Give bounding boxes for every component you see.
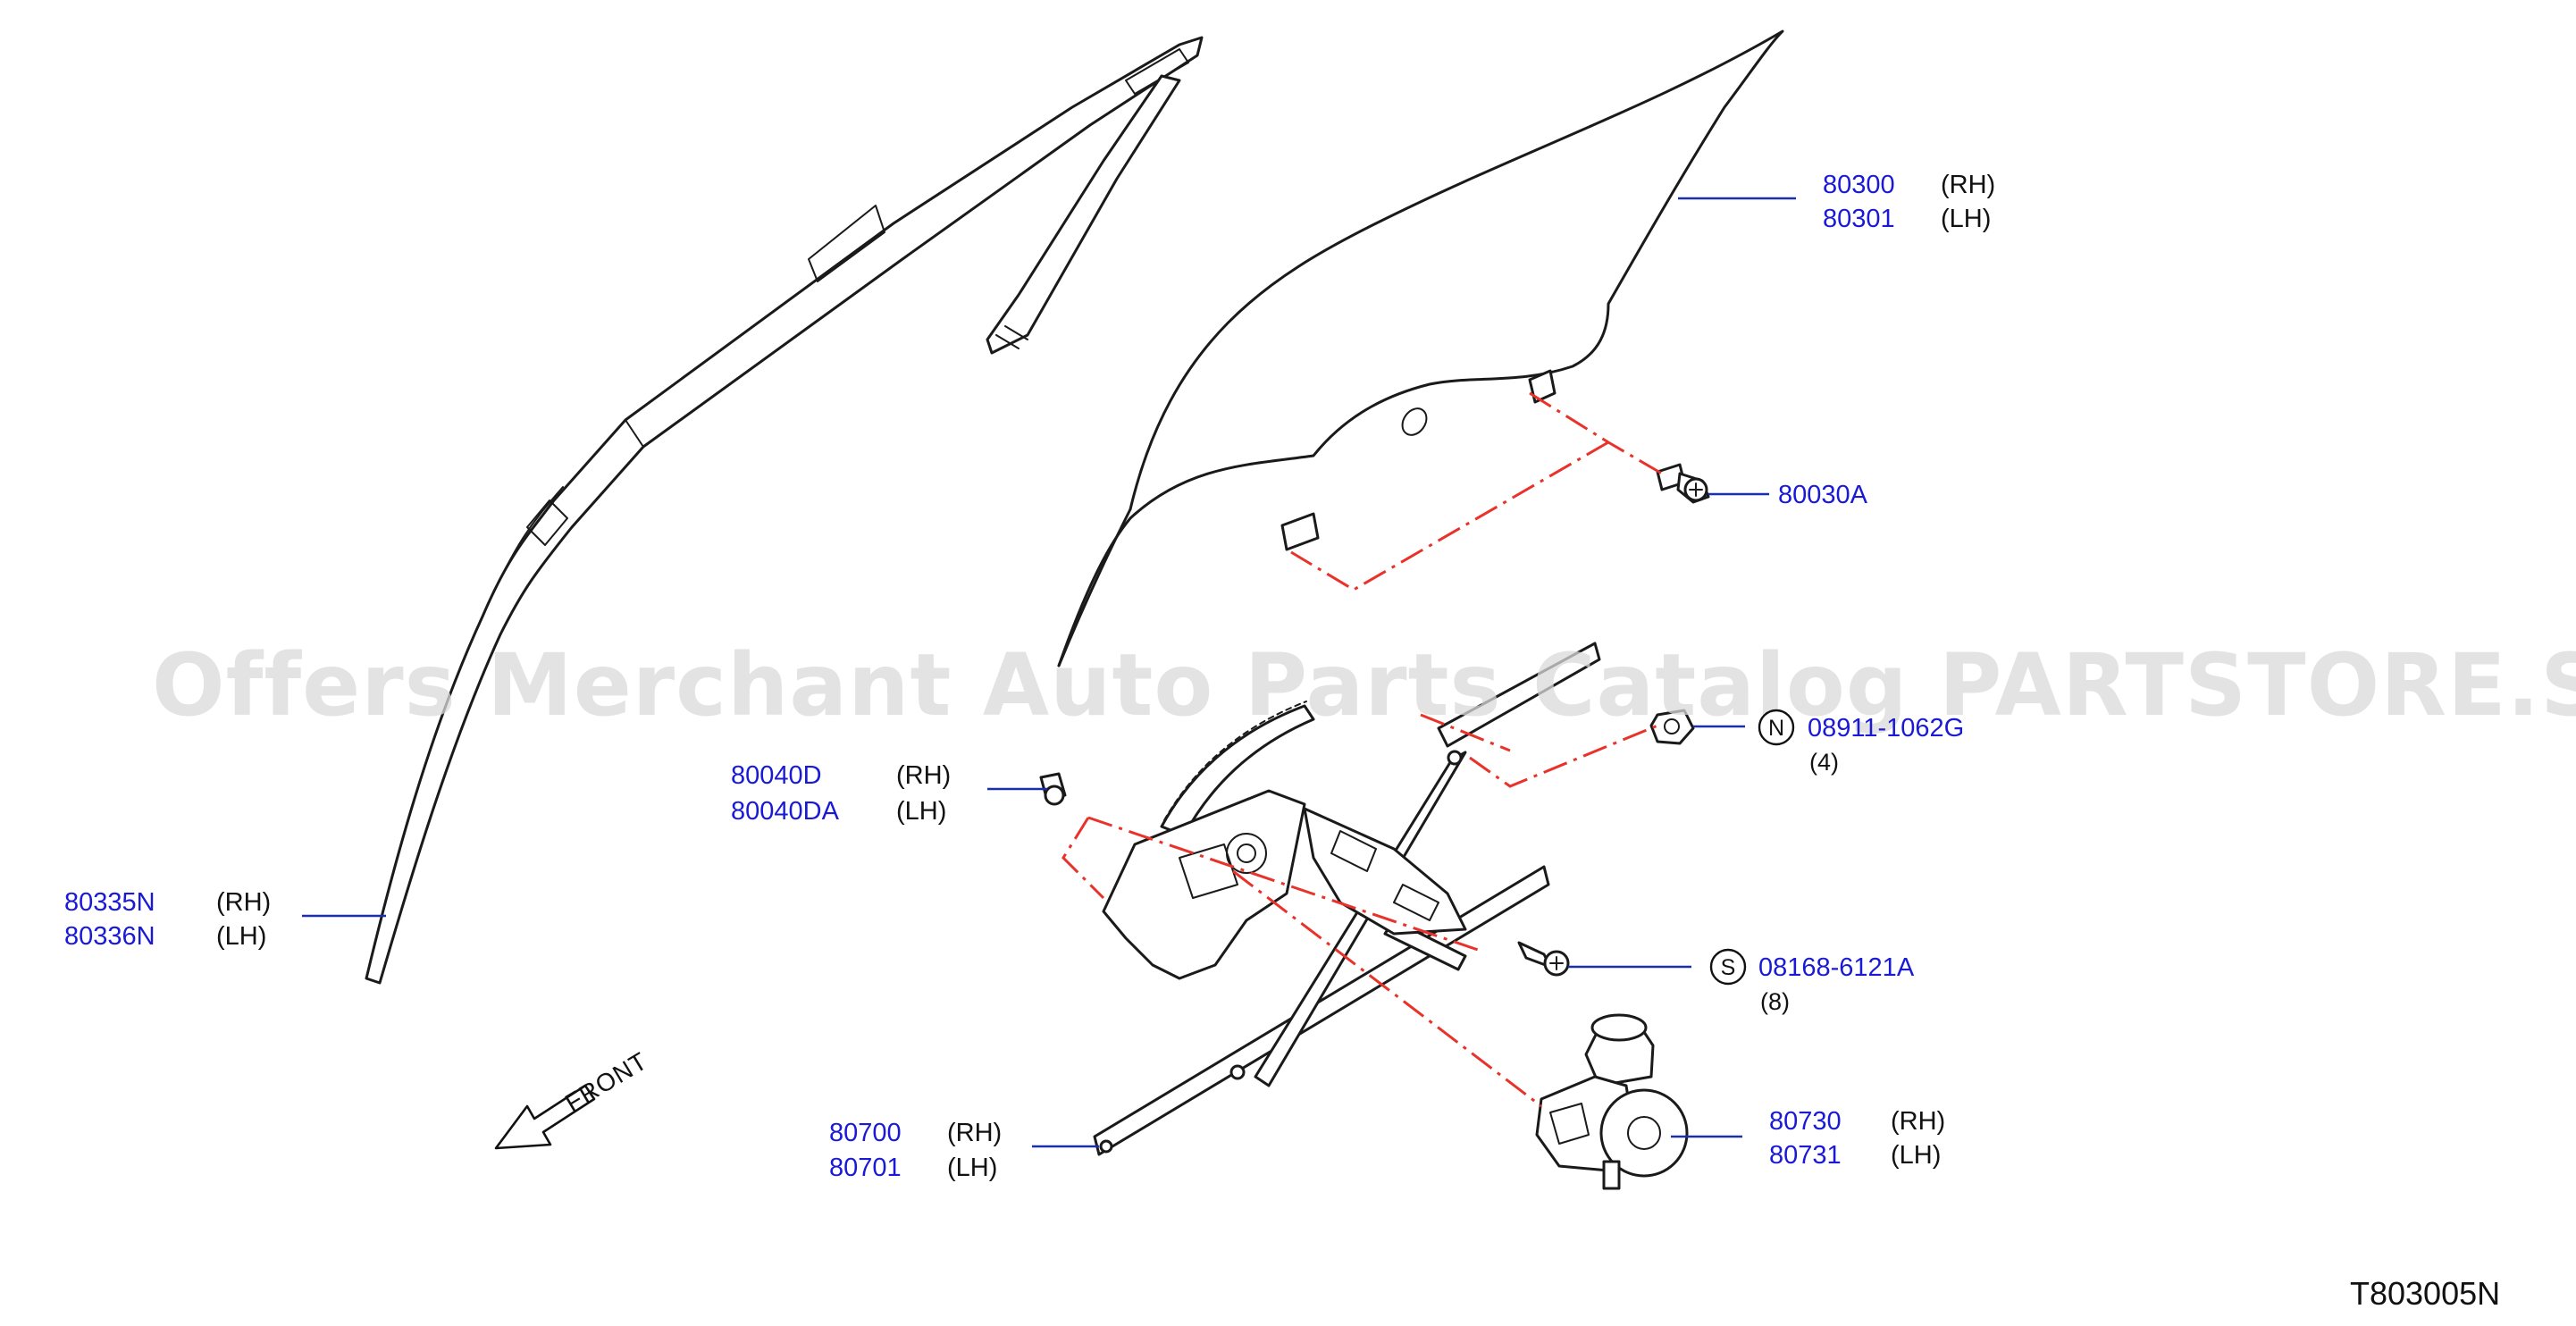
part-number-regulator-rh[interactable]: 80700 — [829, 1119, 902, 1147]
side-label-rh: (RH) — [947, 1119, 1002, 1147]
side-label-lh: (LH) — [1941, 205, 1991, 233]
screw-symbol-circle — [1709, 948, 1747, 986]
part-number-glass-rh[interactable]: 80300 — [1823, 171, 1895, 199]
nut-symbol-letter: N — [1768, 716, 1784, 741]
screw-quantity: (8) — [1760, 988, 1790, 1015]
part-number-regulator-bolt-rh[interactable]: 80040D — [731, 761, 822, 790]
part-number-regulator-bolt-lh[interactable]: 80040DA — [731, 797, 840, 826]
side-label-rh: (RH) — [896, 761, 951, 790]
side-label-lh: (LH) — [947, 1154, 997, 1182]
part-number-glass-lh[interactable]: 80301 — [1823, 205, 1895, 233]
side-label-lh: (LH) — [896, 797, 946, 826]
motor-screw[interactable] — [1517, 941, 1570, 977]
regulator-bolt[interactable] — [1039, 772, 1067, 806]
leader-lines — [302, 197, 1796, 1148]
part-number-run-channel-lh[interactable]: 80336N — [64, 922, 155, 951]
part-number-run-channel-rh[interactable]: 80335N — [64, 888, 155, 917]
part-number-regulator-lh[interactable]: 80701 — [829, 1154, 902, 1182]
part-number-nut[interactable]: 08911-1062G — [1808, 714, 1964, 743]
window-regulator[interactable] — [1093, 642, 1601, 1156]
front-arrow-icon — [494, 1084, 596, 1150]
side-label-rh: (RH) — [1891, 1107, 1945, 1136]
part-number-screw[interactable]: 08168-6121A — [1758, 953, 1915, 982]
diagram-code: T803005N — [2350, 1275, 2500, 1312]
door-glass[interactable] — [1057, 29, 1784, 667]
side-label-lh: (LH) — [216, 922, 266, 951]
part-number-motor-rh[interactable]: 80730 — [1769, 1107, 1842, 1136]
screw-symbol-letter: S — [1721, 955, 1736, 980]
regulator-motor[interactable] — [1535, 1013, 1689, 1190]
part-number-glass-bolt[interactable]: 80030A — [1778, 481, 1868, 509]
side-label-rh: (RH) — [216, 888, 271, 917]
door-sash-run-channel[interactable] — [365, 36, 1204, 985]
watermark: Offers Merchant Auto Parts Catalog PARTS… — [152, 635, 2576, 735]
nut-symbol-circle — [1758, 709, 1795, 746]
regulator-nut[interactable] — [1649, 709, 1695, 745]
nut-quantity: (4) — [1809, 749, 1839, 776]
assembly-lines — [1061, 391, 1663, 1108]
side-label-rh: (RH) — [1941, 171, 1995, 199]
glass-bolt[interactable] — [1656, 463, 1710, 504]
part-number-motor-lh[interactable]: 80731 — [1769, 1141, 1842, 1170]
side-label-lh: (LH) — [1891, 1141, 1941, 1170]
front-label: FRONT — [560, 1046, 652, 1117]
